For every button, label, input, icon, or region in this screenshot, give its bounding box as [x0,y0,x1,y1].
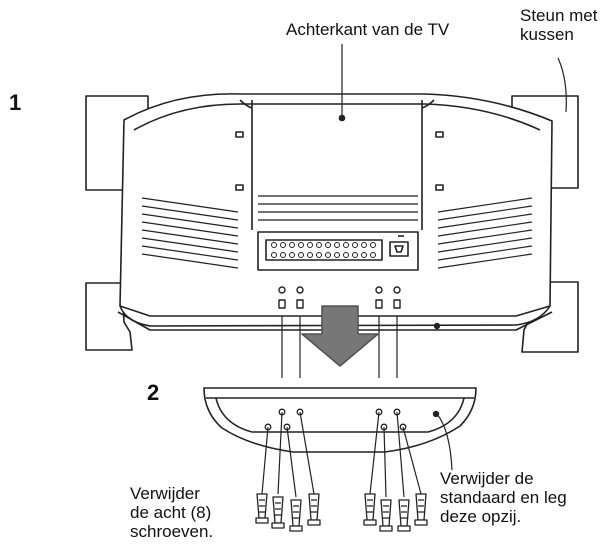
alignment-lines [281,316,398,378]
down-arrow [301,305,379,367]
screw [363,493,377,526]
label-remove-stand: Verwijder de standaard en leg deze opzij… [440,469,567,526]
step-1-number: 1 [9,90,22,115]
screw [414,493,428,526]
screw [397,499,411,532]
screw [271,496,285,529]
tv-inner-rim [133,103,541,131]
tv-vents [141,195,533,269]
screw [379,499,393,532]
leader-lines [341,44,567,471]
leader-stand [436,413,453,471]
terminal-panel [257,231,419,271]
screw [307,493,321,526]
screw [255,493,269,524]
tv-center-panel [251,100,423,230]
label-remove-screws: Verwijder de acht (8) schroeven. [130,484,214,541]
screws [255,493,428,532]
tv-back [117,93,553,331]
step-2-number: 2 [147,380,160,405]
tv-outline [119,93,553,327]
label-support-cushion: Steun met kussen [520,6,598,44]
tv-stand [203,387,477,453]
screw [289,499,303,532]
label-tv-back: Achterkant van de TV [286,20,450,39]
screw-extraction-lines [261,411,422,498]
tv-screw-holes [278,286,401,309]
leader-support [557,57,567,113]
